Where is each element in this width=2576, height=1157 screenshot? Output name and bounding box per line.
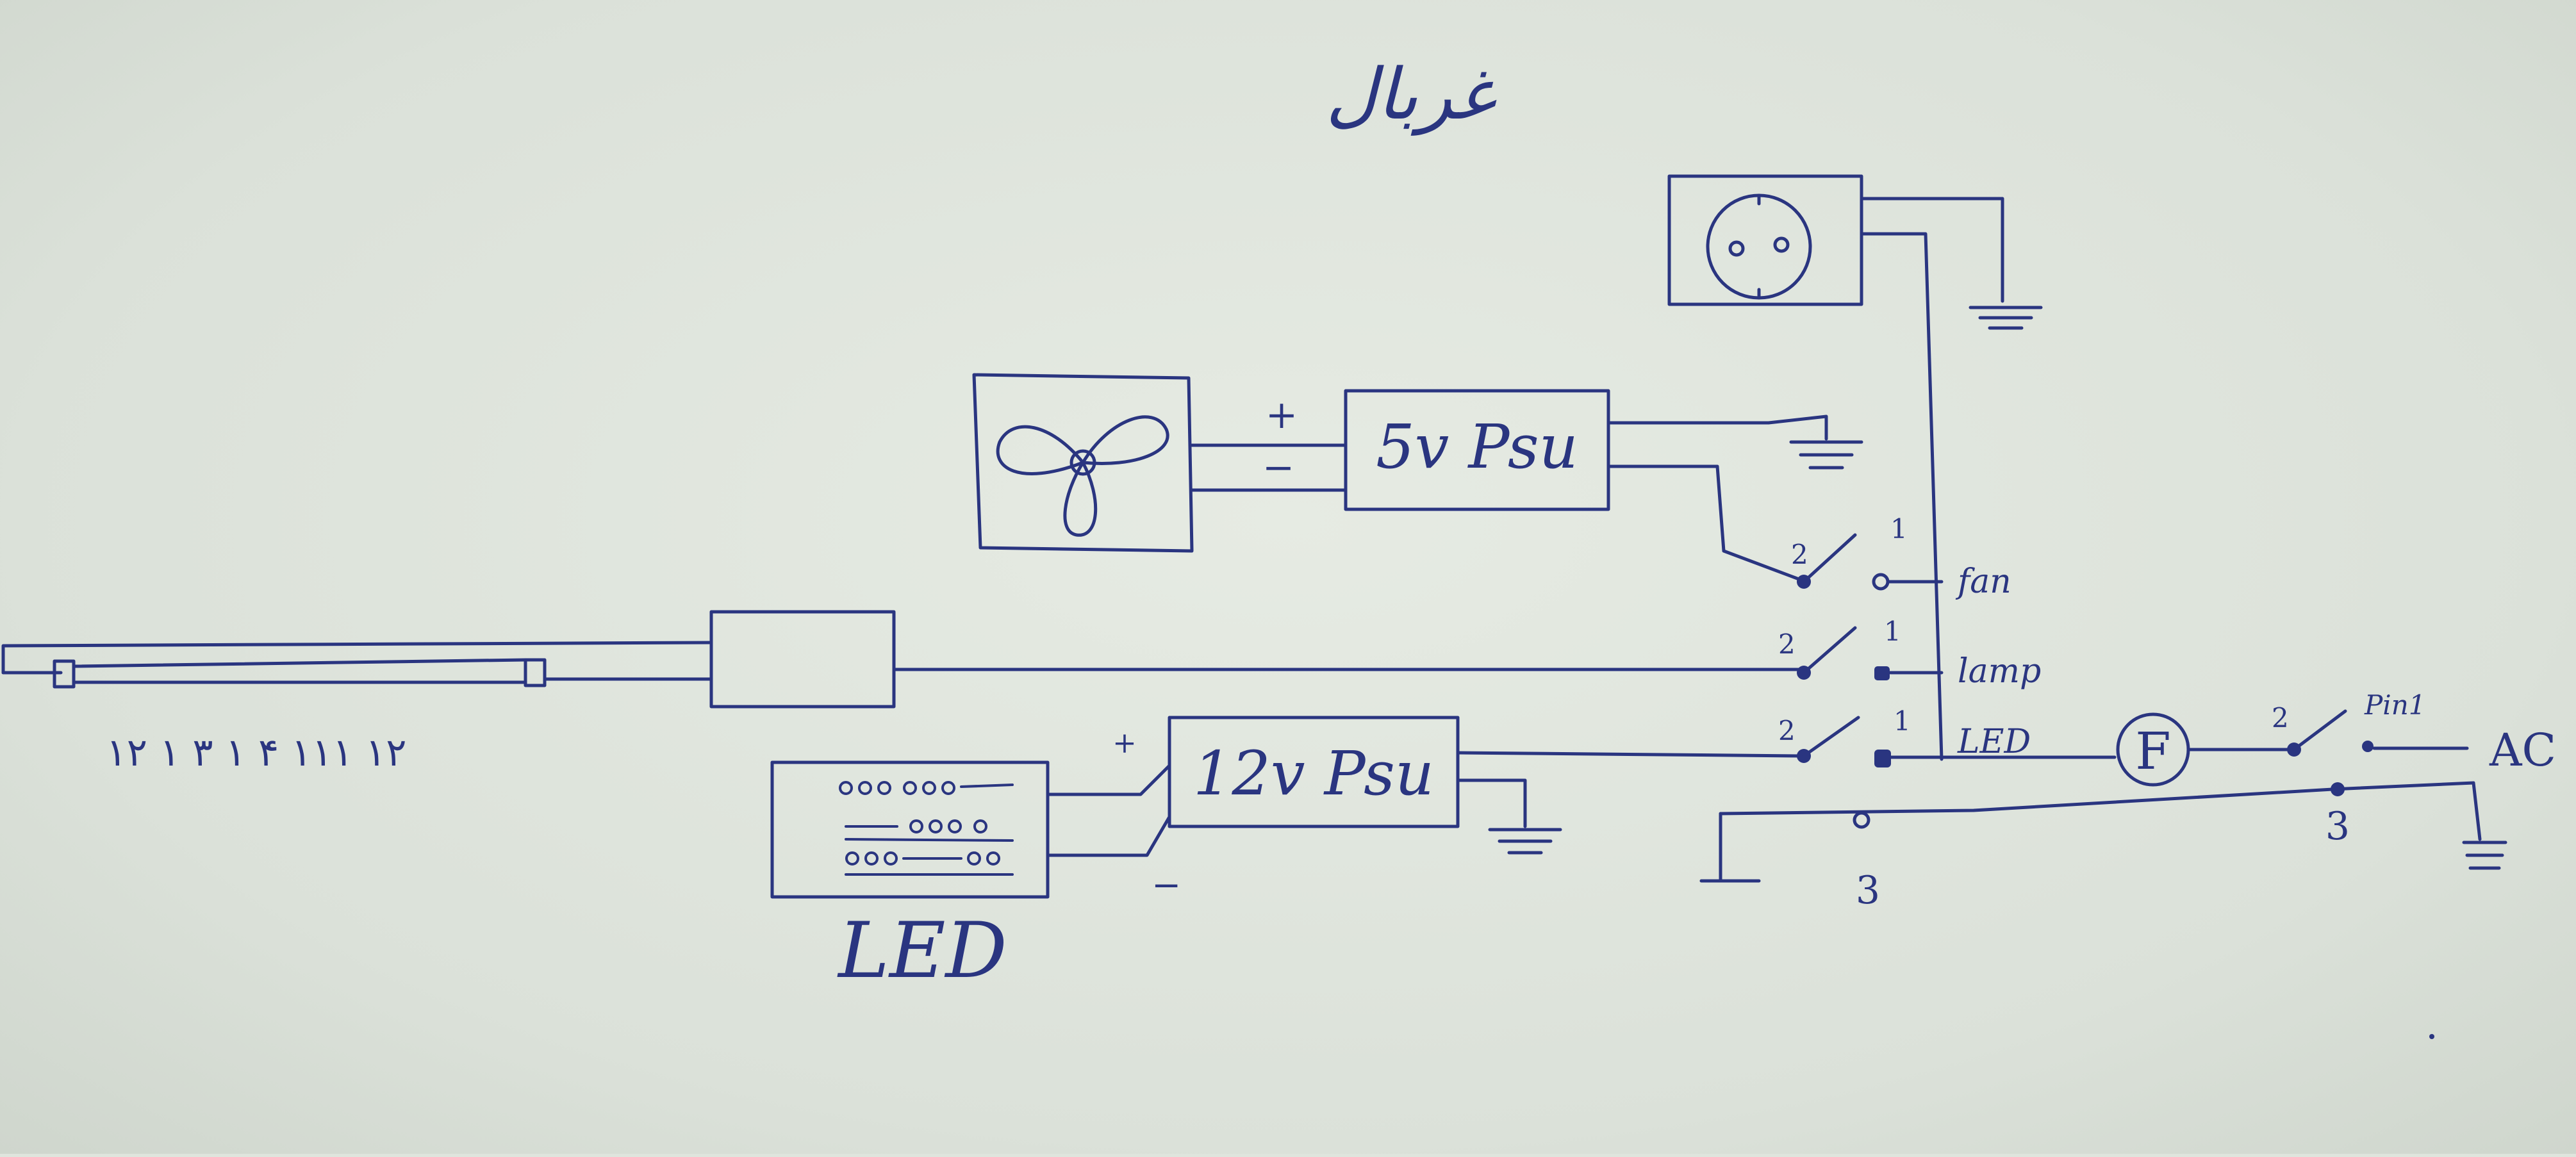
lamp-switch-label: lamp: [1958, 652, 2041, 691]
wall-socket: [1667, 174, 1863, 306]
fan-symbol: [972, 373, 1194, 553]
fan-minus-sign: −: [1262, 445, 1294, 490]
fan-psu-label: 5v Psu: [1376, 412, 1578, 482]
fuse: F: [2116, 712, 2190, 787]
tube-caption: ۱۲ ۱ ۳ ۱ ۴ ۱۱۱ ۱۲: [106, 730, 407, 775]
ac-ground-symbol: [2462, 841, 2507, 870]
ac-input-label: AC: [2489, 724, 2556, 776]
fan-psu-box: 5v Psu: [1344, 389, 1610, 511]
lamp-switch-pin-2: 2: [1778, 628, 1796, 660]
bottom-node-3-left: 3: [1856, 868, 1880, 913]
led-panel-label: LED: [837, 907, 1007, 996]
fan-switch-pin-2: 2: [1791, 539, 1808, 570]
fan-switch-pin-1: 1: [1890, 513, 1908, 545]
bottom-node-3-right: 3: [2325, 804, 2350, 849]
fan-switch-label: fan: [1955, 562, 2011, 601]
lamp-switch: 2 1: [1778, 616, 1901, 680]
fan-plus-sign: +: [1266, 393, 1298, 438]
led-psu-label: 12v Psu: [1193, 739, 1434, 809]
led-minus-sign: −: [1152, 864, 1181, 905]
main-switch: 2 Pin1: [2272, 689, 2425, 757]
diagram-title: غربال: [1326, 53, 1497, 136]
lamp-ballast-box: [709, 610, 896, 709]
socket-ground-symbol: [1969, 306, 2043, 330]
led-panel: [770, 760, 1050, 899]
lamp-switch-pin-1: 1: [1884, 616, 1901, 647]
led-psu-ground-symbol: [1488, 828, 1562, 855]
fuse-label: F: [2135, 721, 2171, 781]
led-switch-pin-1: 1: [1894, 705, 1911, 737]
led-plus-sign: +: [1112, 726, 1137, 760]
led-switch-pin-2: 2: [1778, 715, 1796, 746]
main-switch-pin-2: 2: [2272, 702, 2289, 734]
fan-psu-ground-symbol: [1789, 440, 1863, 470]
fan-switch: 2 1: [1791, 513, 1908, 591]
main-switch-pin-label: Pin1: [2364, 689, 2425, 721]
led-psu-box: 12v Psu: [1168, 716, 1460, 828]
fluorescent-tube: [1, 641, 713, 689]
led-switch: 2 1: [1778, 705, 1911, 767]
led-switch-label: LED: [1957, 723, 2031, 761]
